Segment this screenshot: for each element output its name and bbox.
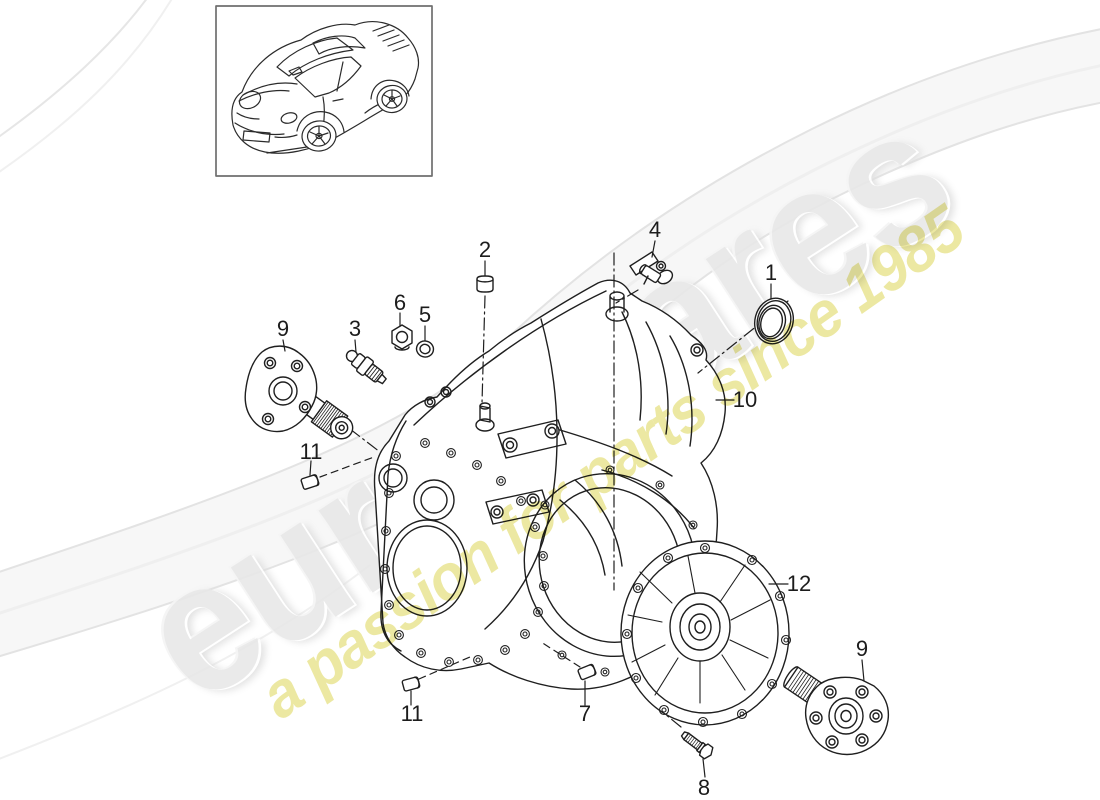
shaft-seal — [750, 294, 799, 348]
dowel-pin-upper — [301, 474, 320, 489]
callout-9-right[interactable]: 9 — [855, 636, 869, 661]
leader-8 — [703, 759, 705, 777]
case-mid-rib — [485, 319, 557, 629]
callout-7[interactable]: 7 — [578, 701, 592, 726]
callout-5[interactable]: 5 — [418, 302, 432, 327]
callout-1[interactable]: 1 — [764, 260, 778, 285]
leader-3 — [355, 340, 356, 352]
pin-leader-7 — [541, 642, 580, 667]
rear-deck-louvers — [373, 25, 409, 51]
callout-10[interactable]: 10 — [732, 387, 758, 412]
swoosh-corner-echo — [0, 0, 173, 173]
swoosh-lower-echo — [0, 564, 371, 760]
case-bores — [379, 464, 467, 616]
axis-flange-left — [350, 429, 380, 452]
leader-4 — [652, 241, 655, 257]
pin-leader-11-upper — [320, 457, 374, 477]
differential-cover — [621, 541, 791, 727]
switch — [342, 346, 390, 389]
flange-shaft-right — [781, 665, 888, 755]
callout-11-lower[interactable]: 11 — [400, 701, 424, 726]
callout-9-left[interactable]: 9 — [276, 316, 290, 341]
closing-cap — [477, 276, 493, 292]
leader-lines — [283, 241, 864, 777]
case-parting-line-top — [414, 291, 606, 425]
front-wheel — [297, 112, 344, 154]
leader-11-upper — [310, 461, 311, 475]
car-inset — [216, 6, 432, 176]
sensor-boss — [610, 292, 624, 300]
flange-shaft-left — [245, 346, 358, 445]
callout-12[interactable]: 12 — [786, 571, 812, 596]
pin-leader-11-lower — [419, 657, 470, 679]
sensor — [630, 252, 675, 287]
rear-wheel — [371, 80, 409, 114]
dowel-pin-lower — [402, 677, 420, 692]
swoosh-edge-top — [0, 28, 1100, 573]
axis-sensor-link — [616, 290, 638, 303]
swoosh-corner-curve — [0, 0, 147, 138]
hex-bolt — [679, 728, 715, 760]
callout-11-upper[interactable]: 11 — [299, 439, 323, 464]
callout-8[interactable]: 8 — [697, 775, 711, 800]
callout-3[interactable]: 3 — [348, 316, 362, 341]
axis-cap — [482, 296, 485, 403]
cap-stud — [480, 406, 490, 422]
case-bosses — [425, 292, 703, 524]
dowel-pin-center — [578, 664, 597, 680]
leader-9-left — [283, 340, 285, 351]
car-illustration — [232, 22, 419, 154]
callout-4[interactable]: 4 — [648, 217, 662, 242]
callout-2[interactable]: 2 — [478, 237, 492, 262]
axis-seal — [698, 301, 788, 373]
cover-fins — [628, 556, 770, 703]
callout-6[interactable]: 6 — [393, 290, 407, 315]
leader-9-right — [862, 660, 864, 681]
front-plate-edge — [381, 421, 406, 651]
sealing-washer — [415, 339, 436, 359]
screw-plug — [392, 325, 412, 350]
